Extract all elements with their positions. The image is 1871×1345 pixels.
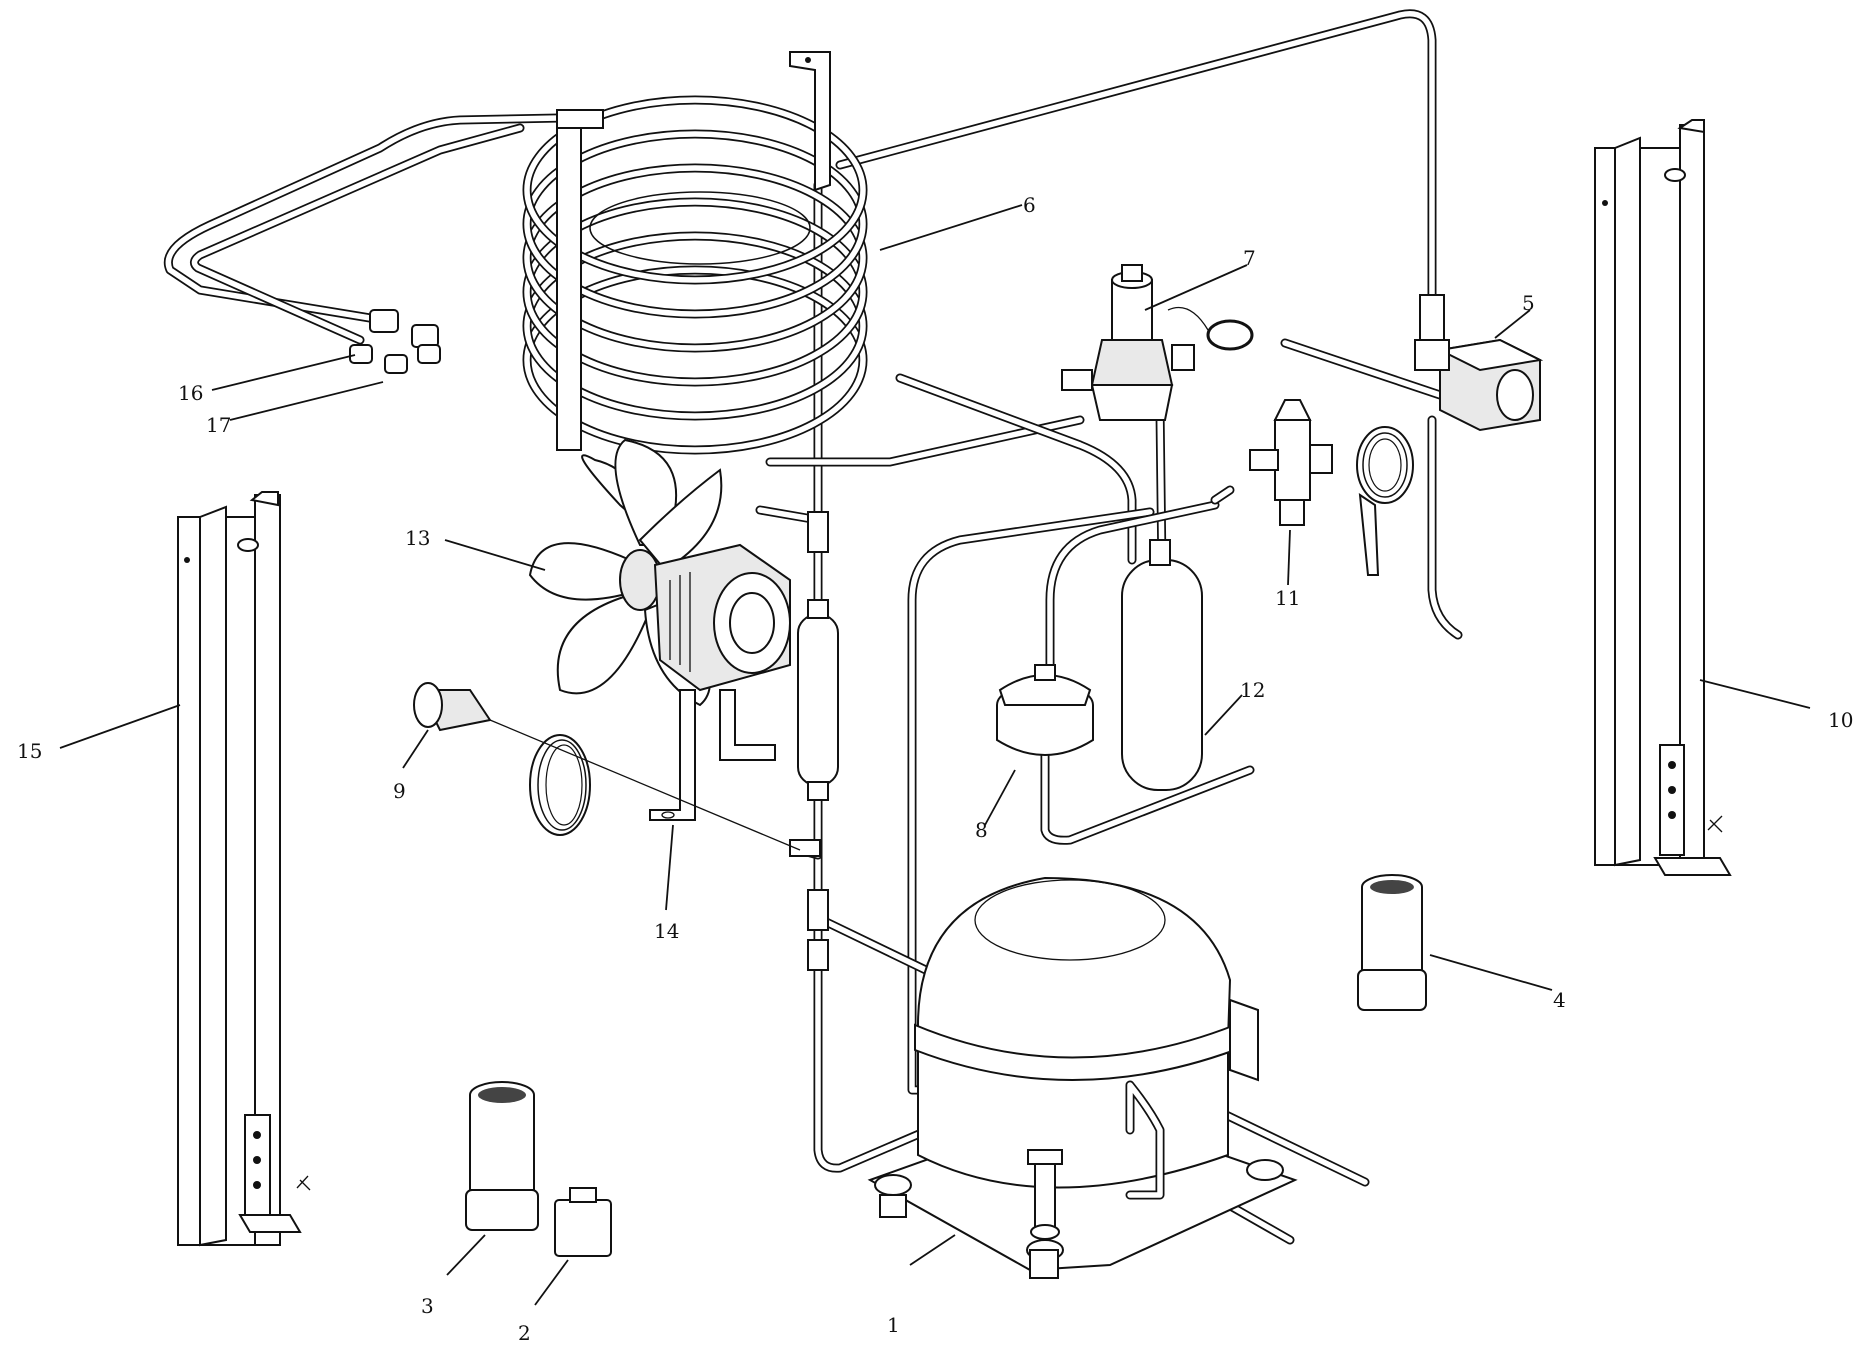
start-relay (554, 1187, 612, 1257)
filter-dryer (789, 511, 839, 971)
label-16: 16 (178, 381, 203, 405)
expansion-valve (1249, 399, 1414, 576)
label-10: 10 (1828, 708, 1853, 732)
pressure-switch (413, 682, 801, 851)
right-support-rail (1594, 119, 1732, 876)
solenoid-valve (1061, 264, 1254, 421)
label-3: 3 (421, 1294, 434, 1318)
pressure-regulator (996, 664, 1094, 756)
pressure-control (1414, 294, 1544, 432)
label-12: 12 (1240, 678, 1265, 702)
callout-labels: 1 2 3 4 5 6 7 8 9 10 11 12 13 14 15 16 1… (17, 193, 1853, 1345)
label-17: 17 (206, 413, 231, 437)
compressor (867, 876, 1298, 1279)
label-4: 4 (1553, 988, 1566, 1012)
condenser-coil (522, 51, 868, 455)
condenser-fan-motor (528, 438, 791, 821)
label-13: 13 (405, 526, 430, 550)
label-1: 1 (887, 1313, 900, 1337)
accumulator (1121, 539, 1203, 791)
start-capacitor (465, 1081, 539, 1231)
label-2: 2 (518, 1321, 531, 1345)
label-15: 15 (17, 739, 42, 763)
label-8: 8 (975, 818, 988, 842)
label-5: 5 (1522, 291, 1535, 315)
label-7: 7 (1243, 246, 1256, 270)
leader-lines (59, 204, 1811, 1306)
left-support-rail (177, 491, 311, 1247)
label-6: 6 (1023, 193, 1036, 217)
label-11: 11 (1275, 586, 1300, 610)
run-capacitor (1357, 874, 1427, 1011)
flare-nuts (349, 309, 441, 374)
label-9: 9 (393, 779, 406, 803)
label-14: 14 (654, 919, 679, 943)
